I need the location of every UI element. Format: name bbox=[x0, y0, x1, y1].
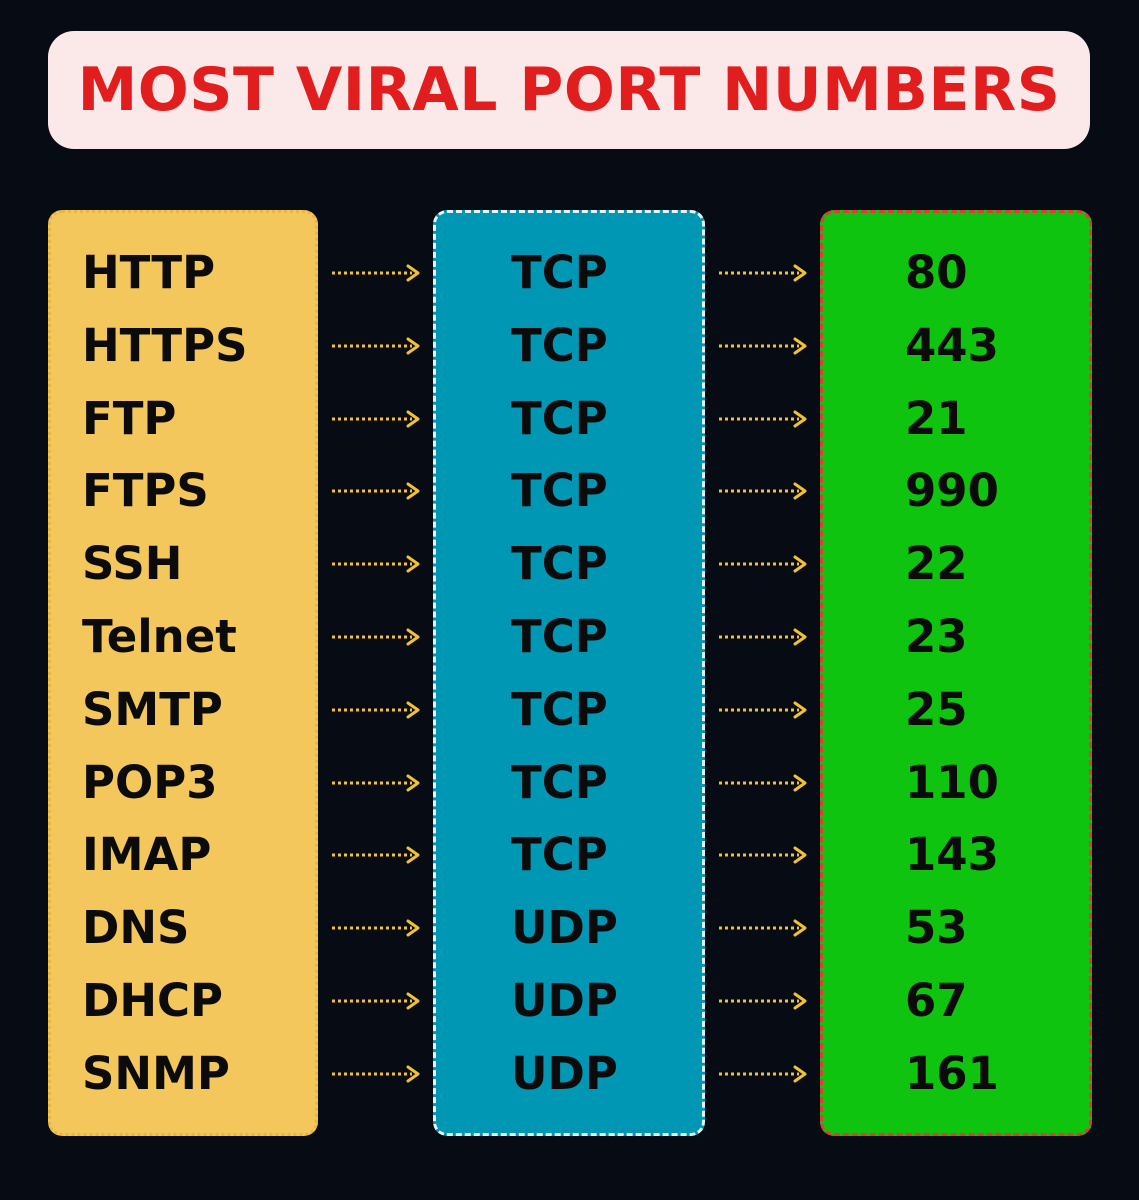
dotted-arrow-right-icon bbox=[717, 262, 809, 284]
port-number: 443 bbox=[905, 318, 999, 372]
transport-label: TCP bbox=[511, 828, 608, 882]
dotted-arrow-right-icon bbox=[330, 553, 422, 575]
dotted-arrow-right-icon bbox=[330, 262, 422, 284]
dotted-arrow-right-icon bbox=[330, 480, 422, 502]
protocol-label: SMTP bbox=[82, 682, 223, 736]
port-number: 21 bbox=[905, 391, 968, 445]
port-number: 161 bbox=[905, 1046, 999, 1100]
transport-column bbox=[433, 210, 705, 1136]
protocol-label: SSH bbox=[82, 537, 183, 591]
dotted-arrow-right-icon bbox=[717, 335, 809, 357]
dotted-arrow-right-icon bbox=[717, 772, 809, 794]
protocol-label: POP3 bbox=[82, 755, 218, 809]
transport-label: TCP bbox=[511, 318, 608, 372]
transport-label: TCP bbox=[511, 682, 608, 736]
protocol-label: IMAP bbox=[82, 828, 212, 882]
port-number: 80 bbox=[905, 246, 968, 299]
dotted-arrow-right-icon bbox=[717, 626, 809, 648]
dotted-arrow-right-icon bbox=[717, 480, 809, 502]
dotted-arrow-right-icon bbox=[717, 408, 809, 430]
protocol-label: HTTP bbox=[82, 246, 216, 299]
page-title: MOST VIRAL PORT NUMBERS bbox=[77, 55, 1061, 125]
port-number: 22 bbox=[905, 537, 968, 591]
dotted-arrow-right-icon bbox=[717, 553, 809, 575]
transport-label: UDP bbox=[511, 1046, 618, 1100]
transport-label: TCP bbox=[511, 246, 608, 299]
transport-label: TCP bbox=[511, 610, 608, 663]
port-number: 143 bbox=[905, 828, 999, 882]
protocol-label: FTPS bbox=[82, 464, 209, 518]
transport-label: TCP bbox=[511, 391, 608, 445]
port-number: 23 bbox=[905, 610, 968, 663]
port-number: 53 bbox=[905, 901, 968, 955]
protocol-label: DHCP bbox=[82, 974, 224, 1027]
protocol-label: Telnet bbox=[82, 610, 237, 663]
protocol-label: FTP bbox=[82, 391, 177, 445]
dotted-arrow-right-icon bbox=[330, 917, 422, 939]
port-number: 25 bbox=[905, 682, 968, 736]
dotted-arrow-right-icon bbox=[717, 990, 809, 1012]
dotted-arrow-right-icon bbox=[330, 844, 422, 866]
transport-label: TCP bbox=[511, 755, 608, 809]
dotted-arrow-right-icon bbox=[330, 335, 422, 357]
protocol-column bbox=[48, 210, 318, 1136]
transport-label: UDP bbox=[511, 974, 618, 1027]
protocol-label: SNMP bbox=[82, 1046, 230, 1100]
dotted-arrow-right-icon bbox=[717, 917, 809, 939]
transport-label: TCP bbox=[511, 464, 608, 518]
dotted-arrow-right-icon bbox=[330, 626, 422, 648]
dotted-arrow-right-icon bbox=[330, 772, 422, 794]
port-column bbox=[820, 210, 1092, 1136]
title-banner: MOST VIRAL PORT NUMBERS bbox=[48, 31, 1090, 149]
dotted-arrow-right-icon bbox=[330, 699, 422, 721]
dotted-arrow-right-icon bbox=[330, 1063, 422, 1085]
dotted-arrow-right-icon bbox=[330, 408, 422, 430]
port-number: 110 bbox=[905, 755, 999, 809]
transport-label: UDP bbox=[511, 901, 618, 955]
protocol-label: DNS bbox=[82, 901, 190, 955]
dotted-arrow-right-icon bbox=[717, 1063, 809, 1085]
protocol-label: HTTPS bbox=[82, 318, 248, 372]
transport-label: TCP bbox=[511, 537, 608, 591]
dotted-arrow-right-icon bbox=[717, 699, 809, 721]
port-number: 990 bbox=[905, 464, 999, 518]
dotted-arrow-right-icon bbox=[330, 990, 422, 1012]
dotted-arrow-right-icon bbox=[717, 844, 809, 866]
port-number: 67 bbox=[905, 974, 968, 1027]
